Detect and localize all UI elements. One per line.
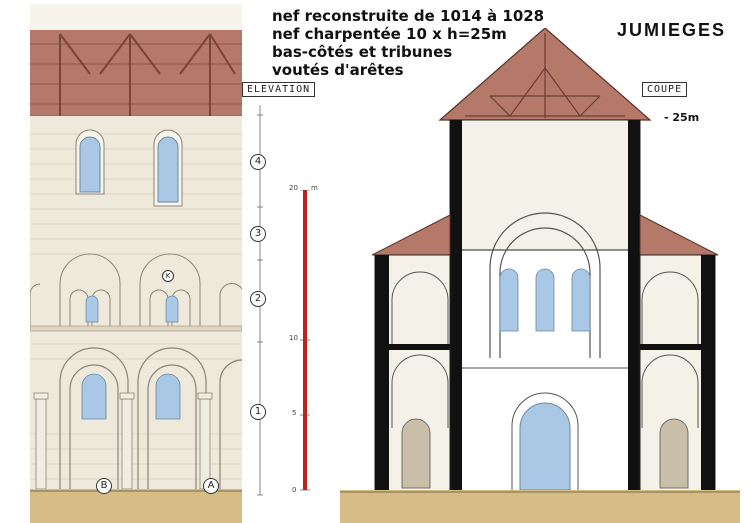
nave-tribune-arch (489, 212, 601, 358)
elevation-main-arcade (59, 347, 242, 489)
level-1: 1 (250, 404, 266, 420)
west-doorway (519, 402, 571, 491)
elevation-ground (30, 489, 242, 523)
right-nave-wall (628, 120, 640, 520)
pier-marker-k: K (162, 270, 174, 282)
elevation-aisle-windows (81, 373, 181, 420)
pier-marker-b: B (96, 478, 112, 494)
scale-bar (300, 190, 310, 491)
caption-line-2: nef charpentée 10 x h=25m (272, 25, 507, 43)
scale-unit: m (311, 184, 318, 192)
left-aisle-roof (371, 214, 451, 256)
elevation-string-course (30, 325, 242, 332)
left-nave-wall (450, 120, 462, 520)
pier-marker-a: A (203, 478, 219, 494)
elevation-clerestory-windows (75, 129, 183, 207)
caption-line-1: nef reconstruite de 1014 à 1028 (272, 7, 545, 25)
nave-tribune-windows (499, 268, 591, 332)
scale-tick-0: 0 (292, 486, 297, 494)
caption-line-3: bas-côtés et tribunes (272, 43, 453, 61)
aisle-vaults (391, 271, 699, 428)
level-3: 3 (250, 226, 266, 242)
height-marker: - 25m (664, 111, 700, 124)
level-4: 4 (250, 154, 266, 170)
upper-nave-wall (449, 119, 641, 251)
site-title: JUMIEGES (617, 20, 727, 40)
caption-line-4: voutés d'arêtes (272, 61, 404, 79)
aisle-doorways (401, 418, 689, 489)
right-aisle-roof (639, 214, 719, 256)
elevation-tribune-openings (85, 295, 179, 323)
elevation-drawing (30, 4, 242, 523)
level-2: 2 (250, 291, 266, 307)
elevation-roof-truss (30, 30, 242, 117)
elevation-label: ELEVATION (242, 82, 316, 97)
section-ground (340, 490, 740, 523)
scale-tick-5: 5 (292, 409, 297, 417)
section-label: COUPE (642, 82, 688, 97)
scale-tick-10: 10 (289, 334, 298, 342)
cross-section-drawing (340, 28, 740, 523)
scale-tick-20: 20 (289, 184, 298, 192)
